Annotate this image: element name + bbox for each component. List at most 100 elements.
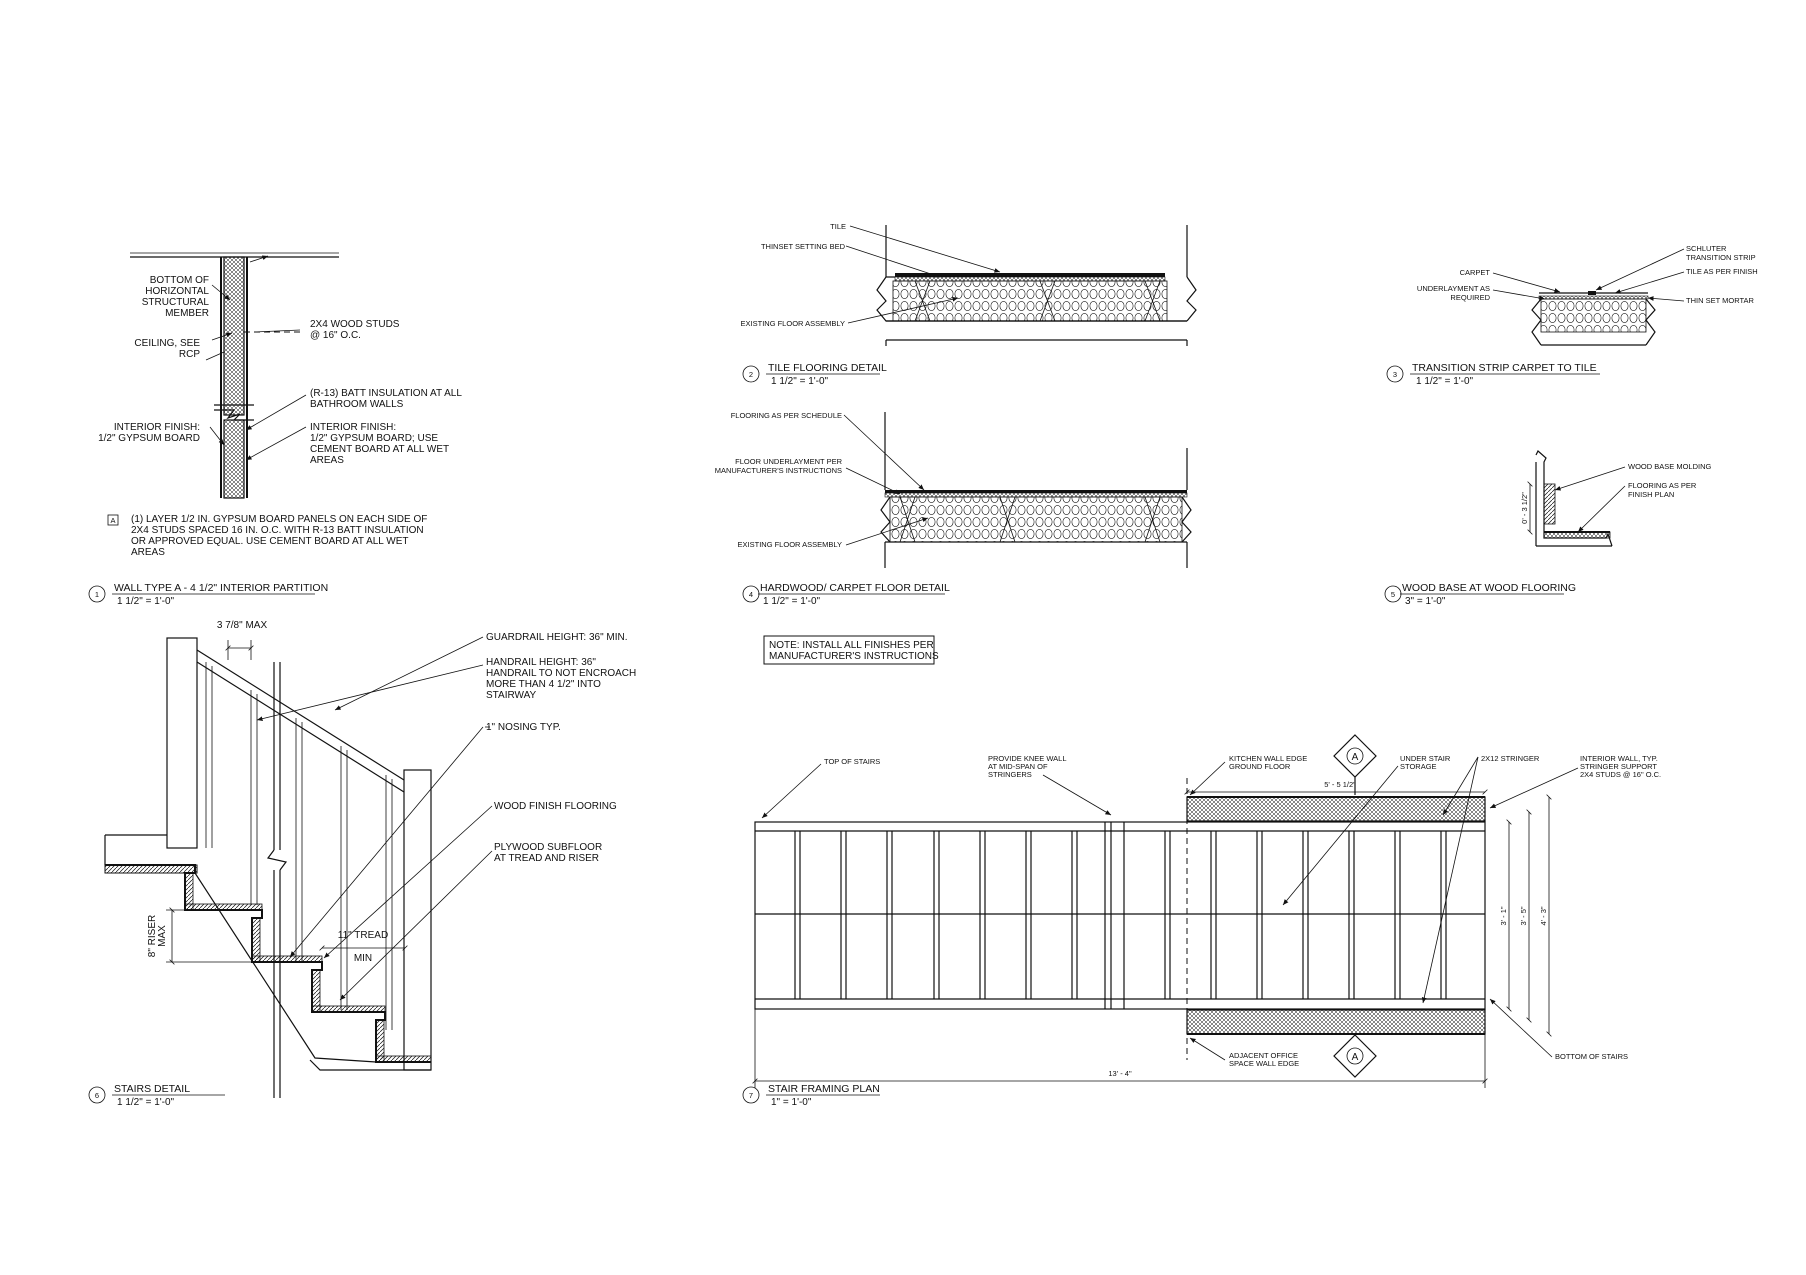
wall-studs-1: 2X4 WOOD STUDS [310,319,400,330]
handrail-1: HANDRAIL HEIGHT: 36" [486,657,596,668]
wall-finish-right-3: CEMENT BOARD AT ALL WET [310,444,449,455]
title-1-scale: 1 1/2" = 1'-0" [117,596,175,607]
detail-title-7: 7 STAIR FRAMING PLAN 1" = 1'-0" [742,1083,880,1108]
title-4-num: 4 [749,590,753,599]
wall-ceiling-2: RCP [179,349,200,360]
title-1-name: WALL TYPE A - 4 1/2" INTERIOR PARTITION [114,582,328,594]
detail-title-1: 1 WALL TYPE A - 4 1/2" INTERIOR PARTITIO… [88,582,328,607]
kitchen-2: GROUND FLOOR [1229,762,1291,771]
general-note-2: MANUFACTURER'S INSTRUCTIONS [769,651,939,662]
handrail-2: HANDRAIL TO NOT ENCROACH [486,668,636,679]
adjacent-2: SPACE WALL EDGE [1229,1059,1299,1068]
title-3-num: 3 [1393,370,1397,379]
wood-base-detail: 0' - 3 1/2" WOOD BASE MOLDING FLOORING A… [1520,450,1712,547]
title-3-name: TRANSITION STRIP CARPET TO TILE [1412,362,1597,374]
general-note-1: NOTE: INSTALL ALL FINISHES PER [769,640,934,651]
wall-finish-right-2: 1/2" GYPSUM BOARD; USE [310,433,438,444]
interior-wall-3: 2X4 STUDS @ 16" O.C. [1580,770,1661,779]
svg-text:HANDRAIL HEIGHT: 36"HANDRAIL T: HANDRAIL HEIGHT: 36"HANDRAIL TO NOT ENCR… [486,657,636,701]
bottom-of-stairs: BOTTOM OF STAIRS [1555,1052,1628,1061]
dim-right-3: 4' - 3" [1539,906,1548,925]
schluter-2: TRANSITION STRIP [1686,253,1756,262]
knee-wall-1: PROVIDE KNEE WALL [988,754,1067,763]
dim-overall: 13' - 4" [1108,1069,1132,1078]
wall-ceiling-1: CEILING, SEE [134,338,200,349]
wall-finish-right-4: AREAS [310,455,344,466]
interior-wall-1: INTERIOR WALL, TYP. [1580,754,1658,763]
underlayment-2: REQUIRED [1450,293,1490,302]
stringer-label: 2X12 STRINGER [1481,754,1540,763]
wood-base-flooring-1: FLOORING AS PER [1628,481,1697,490]
title-2-num: 2 [749,370,753,379]
underlayment-1: UNDERLAYMENT AS [1417,284,1490,293]
wall-note-3: OR APPROVED EQUAL. USE CEMENT BOARD AT A… [131,536,408,547]
guardrail-label: GUARDRAIL HEIGHT: 36" MIN. [486,632,628,643]
stair-framing-plan: A A 5' - 5 1/2" 3' - 1" 3' - 5" 4' - 3" … [752,734,1661,1088]
wood-base-molding: WOOD BASE MOLDING [1628,462,1712,471]
adjacent-1: ADJACENT OFFICE [1229,1051,1298,1060]
tread-1: 11" TREAD [338,930,388,941]
dim-right-2: 3' - 5" [1519,906,1528,925]
nosing-label: 1" NOSING TYP. [486,722,561,733]
knee-wall-2: AT MID-SPAN OF [988,762,1048,771]
tile-flooring-detail: TILE THINSET SETTING BED EXISTING FLOOR … [741,222,1197,346]
tile-per-finish: TILE AS PER FINISH [1686,267,1758,276]
title-7-name: STAIR FRAMING PLAN [768,1083,880,1095]
hardwood-flooring-label: FLOORING AS PER SCHEDULE [731,411,842,420]
handrail-4: STAIRWAY [486,690,537,701]
wall-bottom-member-1: BOTTOM OF [150,275,209,286]
svg-text:2X4 WOOD STUDS@ 16" O.C.: 2X4 WOOD STUDS@ 16" O.C. [310,319,400,341]
wall-type-tag: A [110,516,115,525]
wall-bottom-member-4: MEMBER [165,308,209,319]
title-1-num: 1 [95,590,99,599]
wall-bottom-member-3: STRUCTURAL [142,297,210,308]
wall-note-2: 2X4 STUDS SPACED 16 IN. O.C. WITH R-13 B… [131,525,424,536]
schluter-1: SCHLUTER [1686,244,1727,253]
top-of-stairs: TOP OF STAIRS [824,757,880,766]
title-2-scale: 1 1/2" = 1'-0" [771,376,829,387]
detail-title-5: 5 WOOD BASE AT WOOD FLOORING 3" = 1'-0" [1384,582,1576,607]
title-5-name: WOOD BASE AT WOOD FLOORING [1402,582,1576,594]
wall-note-4: AREAS [131,547,165,558]
dim-top: 5' - 5 1/2" [1324,780,1356,789]
wood-finish-label: WOOD FINISH FLOORING [494,801,617,812]
svg-text:8" RISERMAX: 8" RISERMAX [147,915,168,957]
wall-finish-right-1: INTERIOR FINISH: [310,422,396,433]
title-7-scale: 1" = 1'-0" [771,1097,812,1108]
thinset-label: THINSET SETTING BED [761,242,846,251]
wall-studs-2: @ 16" O.C. [310,330,361,341]
detail-title-4: 4 HARDWOOD/ CARPET FLOOR DETAIL 1 1/2" =… [742,582,950,607]
dim-right-1: 3' - 1" [1499,906,1508,925]
plywood-1: PLYWOOD SUBFLOOR [494,842,602,853]
knee-wall-3: STRINGERS [988,770,1032,779]
hardwood-floor-detail: FLOORING AS PER SCHEDULE FLOOR UNDERLAYM… [715,411,1192,568]
title-4-name: HARDWOOD/ CARPET FLOOR DETAIL [760,582,950,594]
title-5-scale: 3" = 1'-0" [1405,596,1446,607]
wood-base-dim: 0' - 3 1/2" [1520,492,1529,524]
title-5-num: 5 [1391,590,1395,599]
riser-1: 8" RISER [147,915,158,957]
wall-finish-left-2: 1/2" GYPSUM BOARD [98,433,200,444]
section-tag-top: A [1352,752,1359,763]
hardwood-underlayment-2: MANUFACTURER'S INSTRUCTIONS [715,466,842,475]
title-6-name: STAIRS DETAIL [114,1083,190,1095]
tread-2: MIN [354,953,372,964]
tile-existing-label: EXISTING FLOOR ASSEMBLY [741,319,845,328]
section-tag-bottom: A [1352,1052,1359,1063]
handrail-3: MORE THAN 4 1/2" INTO [486,679,601,690]
